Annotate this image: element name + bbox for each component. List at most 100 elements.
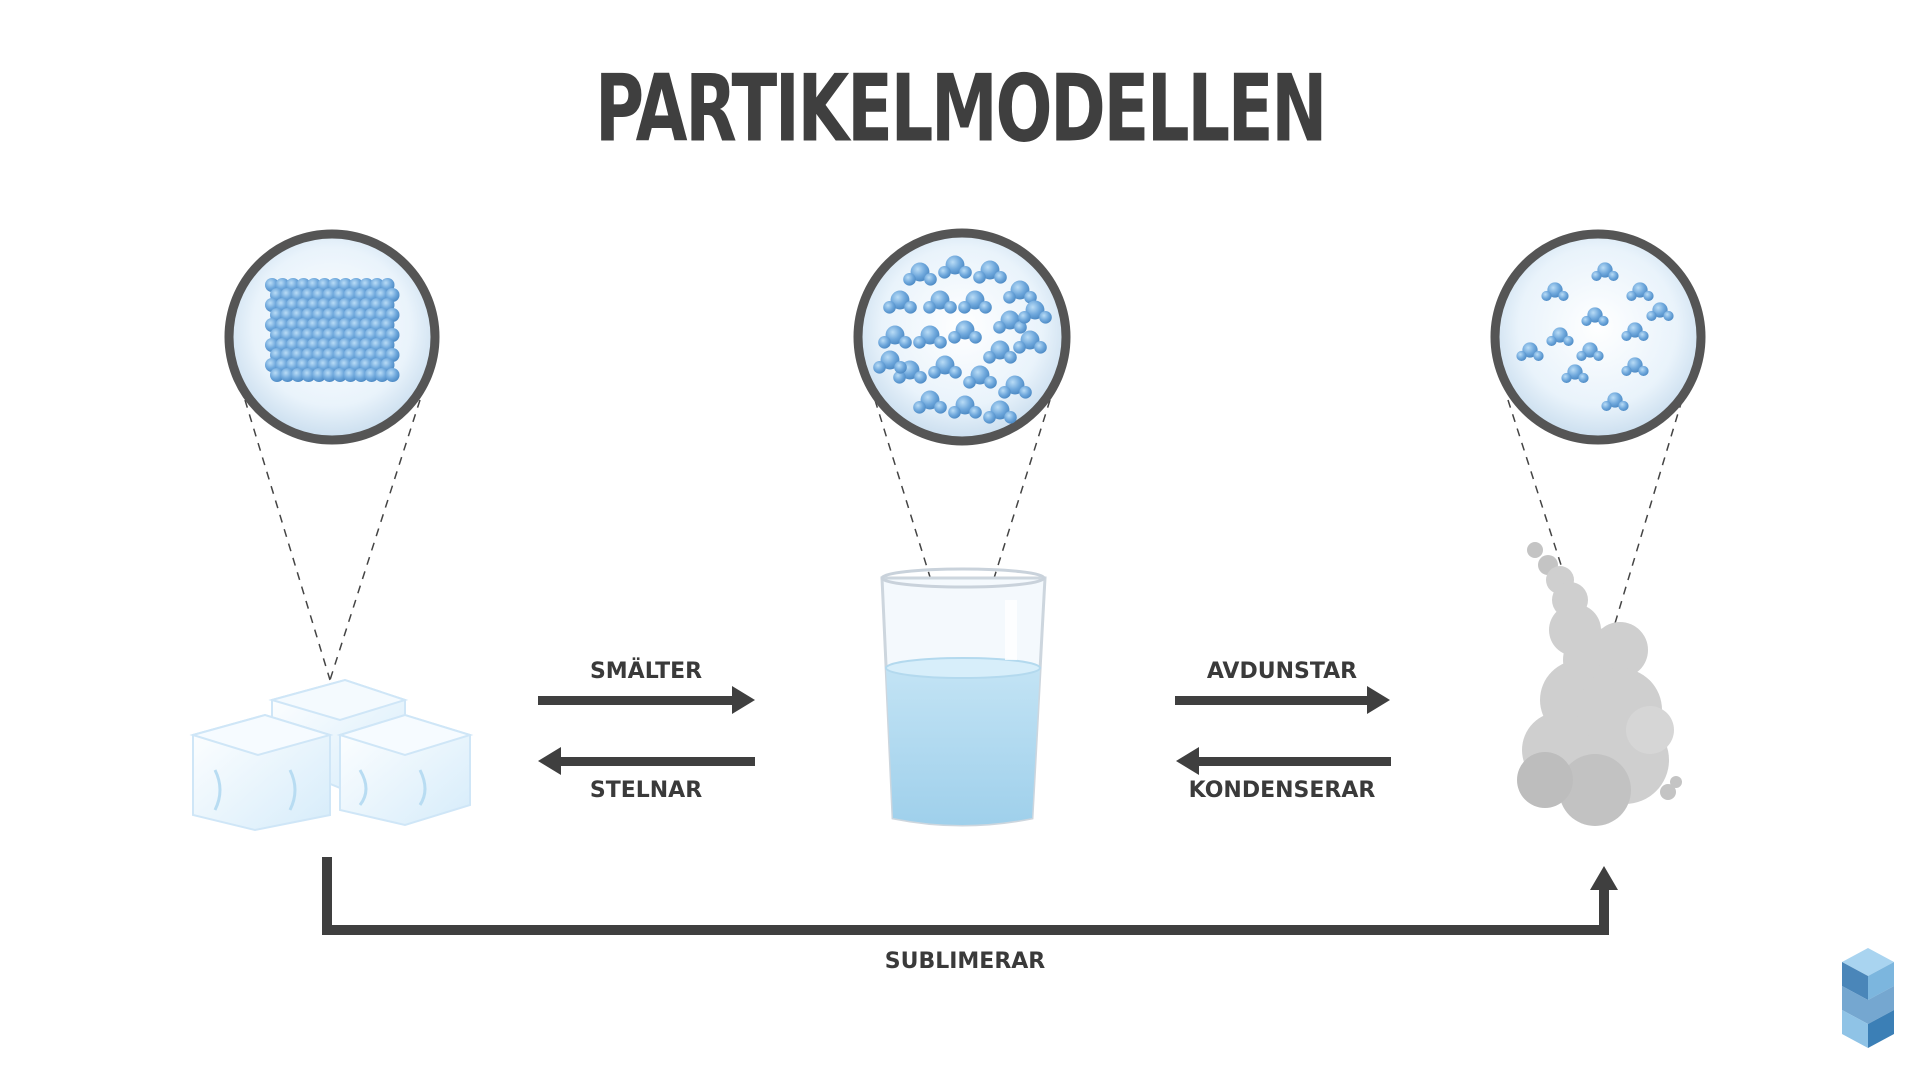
s-cube-logo-icon xyxy=(1842,948,1894,1048)
particle xyxy=(930,290,950,310)
particle xyxy=(1593,350,1604,362)
particle xyxy=(1014,321,1027,334)
particle xyxy=(880,350,900,370)
melt-label: SMÄLTER xyxy=(590,658,702,684)
particle xyxy=(1004,351,1017,364)
particle xyxy=(1020,330,1040,350)
sublimate-label: SUBLIMERAR xyxy=(885,949,1046,974)
gas-lens xyxy=(1490,229,1706,445)
particle xyxy=(910,262,930,282)
particle xyxy=(1643,290,1654,302)
particle xyxy=(301,368,316,382)
particle xyxy=(1663,310,1674,322)
particle xyxy=(1582,342,1598,358)
particle xyxy=(944,301,957,314)
particle xyxy=(354,368,368,382)
particle xyxy=(969,406,982,419)
particle xyxy=(983,411,996,424)
particle xyxy=(1018,311,1031,324)
particle xyxy=(984,376,997,389)
particle xyxy=(885,325,905,345)
particle xyxy=(913,401,926,414)
particle xyxy=(1632,282,1648,298)
particle xyxy=(899,336,912,349)
melt-arrow xyxy=(538,686,755,714)
liquid-particles-icon xyxy=(873,255,1052,424)
particle xyxy=(893,371,906,384)
evaporate-label: AVDUNSTAR xyxy=(1207,659,1357,684)
particle xyxy=(1025,300,1045,320)
particle xyxy=(1522,342,1538,358)
particle xyxy=(280,368,295,382)
particle xyxy=(979,301,992,314)
particle xyxy=(920,390,940,410)
particle xyxy=(990,340,1010,360)
particle xyxy=(1561,372,1572,384)
condense-label: KONDENSERAR xyxy=(1189,778,1376,803)
particle xyxy=(1591,270,1602,282)
particle xyxy=(1558,290,1569,302)
particle xyxy=(948,331,961,344)
particle xyxy=(270,368,284,382)
particle xyxy=(938,266,951,279)
particle xyxy=(1607,392,1623,408)
particle xyxy=(935,355,955,375)
particle xyxy=(890,290,910,310)
solid-particles-icon xyxy=(265,278,400,382)
particle xyxy=(980,260,1000,280)
particle xyxy=(1004,411,1017,424)
page-title: PARTIKELMODELLEN xyxy=(595,56,1325,164)
particle xyxy=(959,266,972,279)
evaporate-arrow xyxy=(1175,686,1390,714)
particle xyxy=(904,301,917,314)
sublimate-arrowhead xyxy=(1590,866,1618,890)
particle xyxy=(1010,280,1030,300)
particle xyxy=(914,371,927,384)
particle xyxy=(1013,341,1026,354)
ice-cubes-icon xyxy=(189,678,474,832)
particle xyxy=(1638,365,1649,377)
particle xyxy=(1000,310,1020,330)
particle xyxy=(1034,341,1047,354)
particle xyxy=(983,351,996,364)
particle xyxy=(970,365,990,385)
particle xyxy=(923,301,936,314)
particle xyxy=(1621,365,1632,377)
particle xyxy=(1516,350,1527,362)
particle xyxy=(973,271,986,284)
particle xyxy=(945,255,965,275)
particle xyxy=(1024,291,1037,304)
particle xyxy=(385,368,400,382)
particle xyxy=(998,386,1011,399)
particle xyxy=(948,406,961,419)
particle xyxy=(1581,315,1592,327)
particle xyxy=(990,400,1010,420)
particle xyxy=(1552,327,1568,343)
particle xyxy=(1005,375,1025,395)
particle xyxy=(1576,350,1587,362)
particle xyxy=(1019,386,1032,399)
particle xyxy=(322,368,337,382)
liquid-lens xyxy=(853,228,1071,446)
particle xyxy=(1546,335,1557,347)
particle xyxy=(928,366,941,379)
particle xyxy=(1567,364,1583,380)
particle xyxy=(894,361,907,374)
particle xyxy=(1533,350,1544,362)
particle xyxy=(934,336,947,349)
particle xyxy=(903,273,916,286)
particle xyxy=(1587,307,1603,323)
particle xyxy=(291,368,305,382)
particle xyxy=(949,366,962,379)
particle xyxy=(1597,262,1613,278)
particle xyxy=(993,321,1006,334)
particle xyxy=(958,301,971,314)
particle xyxy=(1652,302,1668,318)
particle xyxy=(1547,282,1563,298)
particle xyxy=(1621,330,1632,342)
particle xyxy=(1578,372,1589,384)
freeze-label: STELNAR xyxy=(590,778,702,803)
particle xyxy=(969,331,982,344)
particle xyxy=(1627,322,1643,338)
